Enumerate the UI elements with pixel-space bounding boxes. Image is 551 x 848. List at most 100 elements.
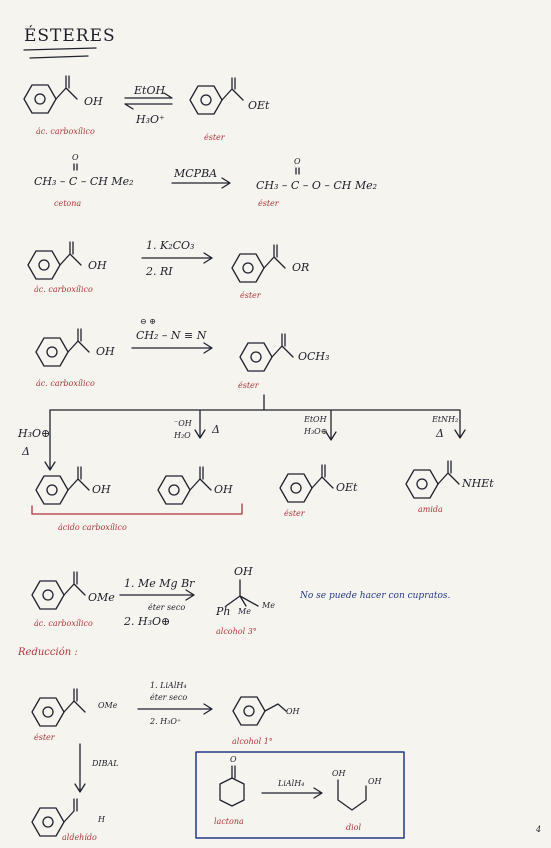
grig-me1: Me: [238, 607, 251, 616]
benzyl-alcohol-molecule: [232, 696, 287, 726]
acid-product-2: [157, 466, 212, 505]
box-label-lactone: lactona: [214, 817, 244, 826]
grig-ome: OMe: [88, 591, 115, 604]
r4-label-left: ác. carboxílico: [36, 379, 95, 388]
hyd-nhet: NHEt: [462, 477, 494, 490]
amide-product: [405, 460, 460, 499]
red-label-left: éster: [34, 733, 55, 742]
r1-oh: OH: [84, 95, 103, 108]
grig-step1: 1. Me Mg Br: [124, 577, 195, 590]
lactone-box: [195, 751, 405, 839]
hyd-amid-reagent: EtNH₂: [432, 415, 459, 424]
r2-right: CH₃ – C – O – CH Me₂: [256, 179, 378, 192]
red-label-ald: aldehído: [62, 833, 97, 842]
red-dibal: DIBAL: [92, 759, 119, 768]
carbonyl-ketone: [73, 163, 78, 171]
r4-charges: ⊖ ⊕: [140, 317, 156, 326]
arrow-diazomethane: [131, 342, 213, 354]
r4-och3: OCH₃: [298, 350, 330, 363]
grig-solvent: éter seco: [148, 603, 186, 612]
red-step2: 2. H₃O⁺: [150, 717, 182, 726]
r4-oh: OH: [96, 345, 115, 358]
hyd-acid-reagent: H₃O⊕: [18, 427, 51, 440]
benzaldehyde-molecule: [31, 798, 78, 837]
red-oh: OH: [286, 707, 300, 716]
benzoic-acid-molecule: [27, 241, 82, 280]
r1-reagent-top: EtOH: [134, 84, 166, 97]
hyd-label-amide: amida: [418, 505, 443, 514]
red-bracket: [31, 503, 243, 515]
lactone-molecule: [219, 765, 245, 807]
grig-me2: Me: [262, 601, 275, 610]
title-underline: [23, 47, 97, 59]
r3-step1: 1. K₂CO₃: [146, 239, 195, 252]
red-h: H: [98, 815, 105, 824]
hyd-trans-reagent-top: EtOH: [304, 415, 327, 424]
r2-label-left: cetona: [54, 199, 82, 208]
methyl-ester-molecule: [239, 333, 294, 372]
ester-molecule: [231, 244, 286, 283]
arrow-box: [261, 787, 323, 799]
box-oh1: OH: [332, 769, 346, 778]
ethyl-ester-product: [279, 464, 334, 503]
arrow-dibal: [74, 743, 86, 793]
r2-o2: O: [294, 157, 301, 166]
benzoic-acid-molecule: [35, 328, 90, 367]
r1-label-right: éster: [204, 133, 225, 142]
grig-label-left: ác. carboxílico: [34, 619, 93, 628]
tertiary-alcohol-bonds: [225, 579, 259, 607]
red-step1: 1. LiAlH₄: [150, 681, 187, 690]
hyd-base-heat: Δ: [212, 423, 220, 436]
box-label-diol: diol: [346, 823, 362, 832]
r3-or: OR: [292, 261, 310, 274]
red-solvent: éter seco: [150, 693, 188, 702]
r1-label-left: ác. carboxílico: [36, 127, 95, 136]
acid-product-1: [35, 466, 90, 505]
page-number: 4: [536, 825, 542, 834]
benzoic-acid-molecule: [23, 75, 78, 114]
page-title: ÉSTERES: [24, 26, 116, 46]
arrow-grignard: [119, 589, 195, 601]
r2-label-right: éster: [258, 199, 279, 208]
r2-reagent: MCPBA: [174, 167, 218, 180]
r3-label-right: éster: [240, 291, 261, 300]
hyd-base-reagent-bottom: H₂O: [174, 431, 191, 440]
r3-label-left: ác. carboxílico: [34, 285, 93, 294]
hyd-oh1: OH: [92, 483, 111, 496]
ester-reduction-start: [31, 688, 86, 727]
hyd-trans-reagent-bottom: H₃O⊕: [304, 427, 328, 436]
grig-step2: 2. H₃O⊕: [124, 615, 171, 628]
hyd-label-ester: éster: [284, 509, 305, 518]
arrow-alkylation: [141, 252, 213, 264]
diol-chain: [337, 779, 367, 811]
r1-oet: OEt: [248, 99, 270, 112]
hyd-label-acid: ácido carboxílico: [58, 523, 127, 532]
ethyl-benzoate-molecule: [189, 77, 244, 115]
red-heading: Reducción :: [18, 647, 78, 658]
hyd-oh2: OH: [214, 483, 233, 496]
carbonyl-ester: [295, 167, 300, 175]
red-label-right: alcohol 1°: [232, 737, 273, 746]
r3-oh: OH: [88, 259, 107, 272]
arrow-lialh4: [137, 703, 213, 715]
branch-lines: [44, 394, 466, 471]
hyd-oet: OEt: [336, 481, 358, 494]
hyd-amid-heat: Δ: [436, 427, 444, 440]
hyd-base-reagent-top: ⁻OH: [174, 419, 192, 428]
methyl-ester-grignard: [31, 571, 86, 610]
grig-label-right: alcohol 3°: [216, 627, 257, 636]
grig-note: No se puede hacer con cupratos.: [300, 591, 451, 601]
r4-label-right: éster: [238, 381, 259, 390]
box-oh2: OH: [368, 777, 382, 786]
grig-ph: Ph: [216, 605, 231, 618]
box-reagent: LiAlH₄: [278, 779, 305, 788]
box-o: O: [230, 755, 237, 764]
r2-o1: O: [72, 153, 79, 162]
hyd-acid-heat: Δ: [22, 445, 30, 458]
grig-oh: OH: [234, 565, 253, 578]
r2-left: CH₃ – C – CH Me₂: [34, 175, 134, 188]
r1-reagent-bottom: H₃O⁺: [136, 113, 165, 126]
r3-step2: 2. RI: [146, 265, 173, 278]
